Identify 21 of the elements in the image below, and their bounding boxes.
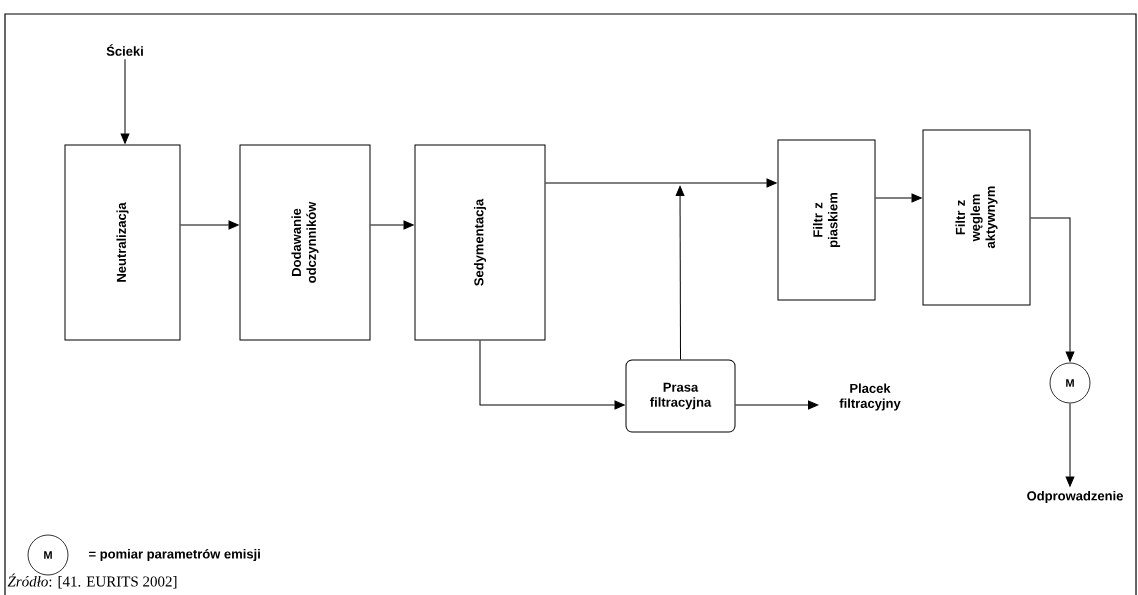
- legend-text: = pomiar parametrów emisji: [89, 548, 260, 562]
- arrow: [120, 58, 130, 144]
- flow-label: Ścieki: [106, 44, 143, 56]
- process-box: Dodawanie odczynników: [239, 144, 371, 341]
- process-box: Filtr z piaskiem: [777, 139, 876, 301]
- arrow: [180, 220, 239, 230]
- process-box: Prasa filtracyjna: [625, 359, 736, 433]
- process-box: Neutralizacja: [64, 144, 181, 341]
- flow-label: Odprowadzenie: [1027, 490, 1123, 504]
- arrow: [735, 400, 819, 410]
- flow-label: Placek filtracyjny: [839, 383, 901, 411]
- process-box: Sedymentacja: [414, 144, 546, 341]
- arrow: [875, 193, 922, 203]
- arrow: [479, 340, 625, 410]
- arrow: [675, 185, 685, 360]
- caption: Źródło: [41. EURITS 2002]: [7, 573, 177, 589]
- arrow: [1065, 402, 1075, 487]
- process-box: Filtr z węglem aktywnym: [922, 129, 1031, 306]
- arrow: [370, 220, 414, 230]
- arrow: [545, 178, 777, 188]
- arrow: [1030, 217, 1075, 362]
